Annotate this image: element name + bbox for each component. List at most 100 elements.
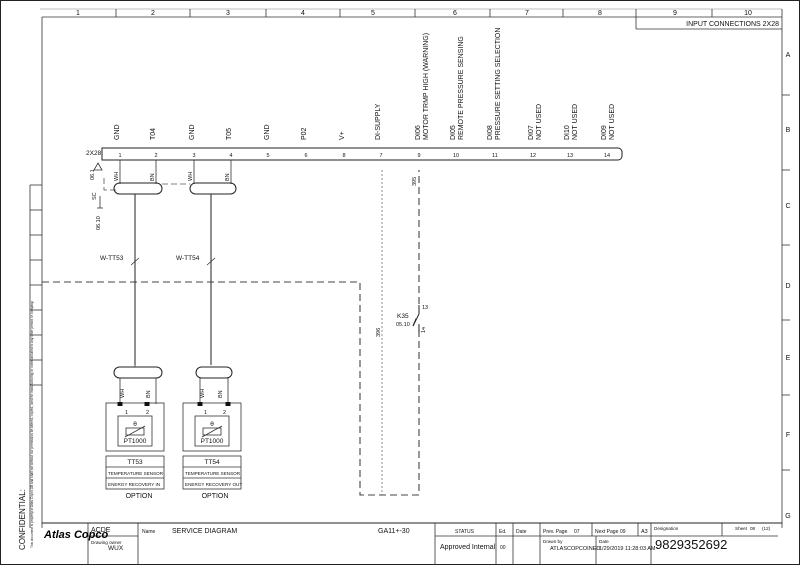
drawn-by: ATLASCOPCOINED (550, 546, 600, 552)
sensor-type: PT1000 (201, 438, 224, 445)
terminal-number: 10 (453, 153, 459, 159)
terminal-block-name: 2X28 (86, 150, 102, 157)
sensor-tag: TT54 (204, 459, 220, 466)
column-number: 2 (151, 10, 155, 17)
svg-text:θ: θ (133, 421, 137, 428)
svg-text:SC: SC (92, 192, 98, 200)
svg-text:09: 09 (620, 529, 626, 535)
column-number: 9 (673, 10, 677, 17)
enclosure-boundary (42, 170, 420, 496)
svg-text:WH: WH (200, 389, 206, 398)
header-title-box: INPUT CONNECTIONS 2X28 (635, 17, 782, 30)
terminal-label: DI09 (601, 125, 608, 140)
svg-text:Next Page: Next Page (595, 529, 619, 535)
sensor-type: PT1000 (124, 438, 147, 445)
sensor-tag: TT53 (127, 459, 143, 466)
row-letter: G (785, 513, 790, 520)
column-number: 5 (371, 10, 375, 17)
cable-w-tt53: WH BN W-TT53 WH BN (100, 160, 163, 404)
svg-text:00: 00 (500, 545, 506, 551)
svg-text:WH: WH (120, 389, 126, 398)
svg-text:Ed.: Ed. (499, 529, 507, 535)
terminal-function: MOTOR TRMP HIGH (WARNING) (423, 33, 430, 140)
svg-text:06.1: 06.1 (90, 169, 96, 180)
status-value: Approved Internal (440, 544, 496, 551)
svg-text:2: 2 (146, 410, 149, 416)
row-letter: F (786, 432, 790, 439)
svg-text:2: 2 (223, 410, 226, 416)
svg-text:ACDE: ACDE (91, 527, 111, 534)
confidential-label: CONFIDENTIAL: (18, 489, 27, 550)
terminal-number: 7 (379, 153, 382, 159)
svg-text:θ: θ (210, 421, 214, 428)
svg-text:Drawing owner: Drawing owner (91, 540, 122, 545)
terminal-number: 1 (118, 153, 121, 159)
svg-text:1: 1 (204, 410, 207, 416)
terminal-label: DI-SUPPLY (375, 103, 382, 140)
svg-text:BN: BN (150, 173, 156, 181)
terminal-function: REMOTE PRESSURE SENSING (458, 36, 465, 140)
row-letter: C (785, 203, 790, 210)
column-number: 6 (453, 10, 457, 17)
sensor-tt54: 1 2 θ PT1000 TT54 TEMPERATURE SENSOR ENE… (182, 402, 242, 500)
terminal-number: 8 (342, 153, 345, 159)
relay-k35: 395 396 K35 05.10 13 14 (376, 177, 428, 337)
svg-text:Designation: Designation (654, 526, 679, 531)
svg-text:Name: Name (142, 529, 156, 535)
svg-text:Drawn by: Drawn by (543, 539, 563, 544)
svg-text:Prev. Page: Prev. Page (543, 529, 568, 535)
drawn-date: 1/29/2019 11:28:03 AM (599, 546, 656, 552)
terminal-label: DI06 (415, 125, 422, 140)
svg-text:Date: Date (516, 529, 527, 535)
svg-text:WH: WH (188, 172, 194, 181)
column-ruler: 1 2 3 4 5 6 7 8 9 10 (40, 8, 782, 18)
svg-text:WUX: WUX (108, 545, 124, 552)
terminal-function: NOT USED (572, 104, 579, 140)
row-letter: D (785, 283, 790, 290)
svg-text:ENERGY RECOVERY OUT: ENERGY RECOVERY OUT (185, 482, 242, 487)
option-label: OPTION (202, 493, 229, 500)
terminal-label: DI05 (450, 125, 457, 140)
terminal-labels: GND T04 GND T05 GND P02 V+ DI-SUPPLY DI0… (114, 28, 616, 140)
terminal-number: 5 (266, 153, 269, 159)
terminal-number: 4 (229, 153, 232, 159)
terminal-label: DI10 (564, 125, 571, 140)
terminal-label: T05 (226, 128, 233, 140)
title-block: Atlas Copco ACDE Drawing owner WUX Name … (42, 522, 782, 565)
designation-number: 9829352692 (655, 537, 727, 552)
terminal-function: NOT USED (536, 104, 543, 140)
svg-text:14: 14 (421, 327, 427, 333)
confidential-notice: This document is property of Atlas Copco… (30, 301, 34, 548)
row-ruler: A B C D E F G (781, 9, 791, 528)
svg-text:Date: Date (599, 539, 609, 544)
svg-text:08: 08 (750, 526, 756, 531)
svg-text:TEMPERATURE SENSOR: TEMPERATURE SENSOR (185, 471, 241, 476)
header-title: INPUT CONNECTIONS 2X28 (686, 21, 779, 28)
svg-text:ENERGY RECOVERY IN: ENERGY RECOVERY IN (108, 482, 160, 487)
terminal-label: GND (189, 124, 196, 140)
terminal-label: GND (264, 124, 271, 140)
svg-text:07: 07 (574, 529, 580, 535)
terminal-label: P02 (301, 127, 308, 140)
left-margin: CONFIDENTIAL: This document is property … (18, 17, 43, 550)
shield-reference: 06.1 SC 06.10 (90, 169, 118, 230)
svg-text:Sheet: Sheet (735, 526, 748, 531)
terminal-label: GND (114, 124, 121, 140)
terminal-number: 9 (417, 153, 420, 159)
column-number: 3 (226, 10, 230, 17)
terminal-label: T04 (150, 128, 157, 140)
wire-number: 396 (376, 328, 382, 337)
terminal-number: 2 (154, 153, 157, 159)
terminal-number: 12 (530, 153, 536, 159)
svg-text:A3: A3 (641, 529, 648, 535)
terminal-number: 11 (492, 153, 498, 159)
row-letter: E (786, 355, 791, 362)
column-number: 4 (301, 10, 305, 17)
terminal-label: V+ (339, 131, 346, 140)
svg-text:WH: WH (114, 172, 120, 181)
relay-name: K35 (397, 313, 409, 320)
sensor-tt53: 1 2 θ PT1000 TT53 TEMPERATURE SENSOR ENE… (105, 402, 165, 500)
column-number: 8 (598, 10, 602, 17)
terminal-number: 13 (567, 153, 573, 159)
